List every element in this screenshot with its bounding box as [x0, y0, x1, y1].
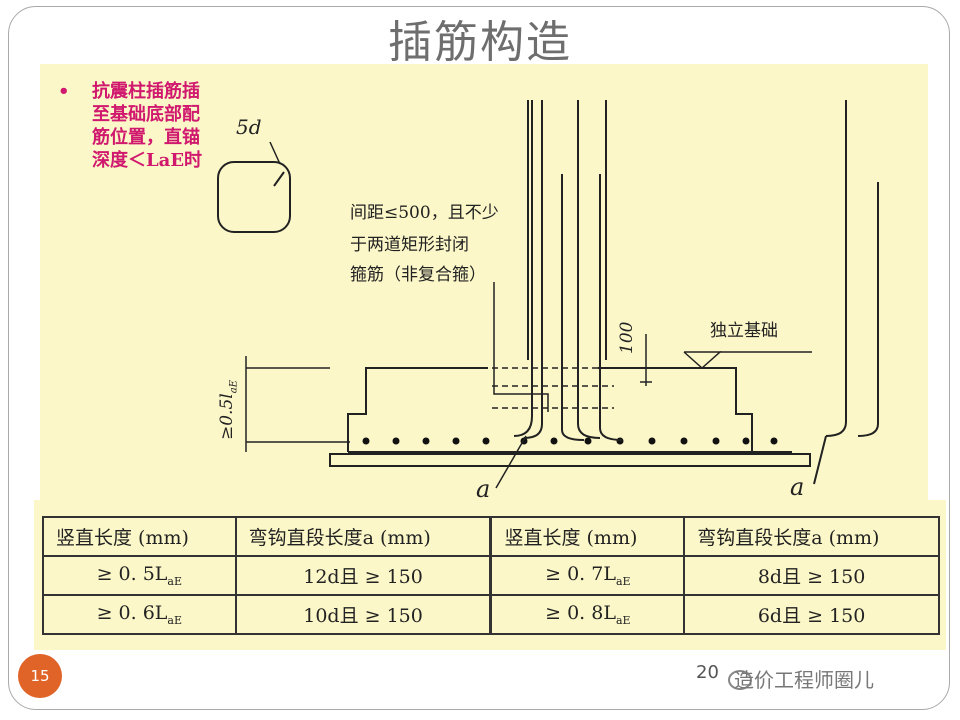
- watermark: 造价工程师圈儿: [734, 668, 874, 692]
- spacing-note-line-1: 间距≤500，且不少: [350, 203, 499, 223]
- table-header-row: 竖直长度 (mm) 弯钩直段长度a (mm) 竖直长度 (mm) 弯钩直段长度a…: [42, 516, 940, 557]
- dim-100-label: 100: [617, 321, 637, 354]
- foundation-right: [598, 367, 753, 452]
- seismic-note-text: 抗震柱插筋插至基础底部配筋位置，直锚深度＜LaE时: [92, 81, 203, 171]
- detail-drawing: 5d 间距≤500，且不少 于两道矩形封闭 箍筋（非复合箍） 100 独立基础 …: [40, 64, 928, 504]
- table-row: ≥ 0. 5LaE 12d且 ≥ 150 ≥ 0. 7LaE 8d且 ≥ 150: [42, 555, 940, 596]
- dim-100: [640, 334, 652, 386]
- depth-label: ≥0.5laE: [216, 380, 245, 440]
- spacing-leader: [493, 282, 549, 412]
- table-cell: ≥ 0. 6LaE: [42, 594, 237, 635]
- cell-sub: aE: [167, 574, 183, 588]
- hook-length-table: 竖直长度 (mm) 弯钩直段长度a (mm) 竖直长度 (mm) 弯钩直段长度a…: [42, 516, 940, 635]
- table-panel: 竖直长度 (mm) 弯钩直段长度a (mm) 竖直长度 (mm) 弯钩直段长度a…: [34, 500, 946, 650]
- cell-main: ≥ 0. 5L: [96, 563, 168, 586]
- stirrups: [492, 367, 614, 409]
- header-hook-length-2: 弯钩直段长度a (mm): [683, 516, 940, 557]
- cushion-layer: [329, 453, 811, 467]
- table-cell: 10d且 ≥ 150: [234, 594, 493, 635]
- spacing-note-line-2: 于两道矩形封闭: [350, 235, 469, 255]
- a-label-left: a: [476, 475, 491, 503]
- cell-sub: aE: [615, 613, 631, 627]
- column-dowels: [513, 100, 623, 441]
- footer-date: 20: [696, 662, 719, 683]
- cell-sub: aE: [615, 574, 631, 588]
- bullet-dot: •: [58, 81, 70, 102]
- table-cell: 8d且 ≥ 150: [683, 555, 940, 596]
- header-vertical-length-2: 竖直长度 (mm): [489, 516, 686, 557]
- slide-title: 插筋构造: [388, 17, 572, 68]
- foundation-label: 独立基础: [710, 321, 778, 341]
- foundation-marker: [683, 351, 812, 370]
- spacing-note-line-3: 箍筋（非复合箍）: [350, 265, 486, 285]
- hook-tail: [273, 171, 285, 187]
- cell-main: ≥ 0. 7L: [545, 563, 616, 586]
- cell-main: ≥ 0. 8L: [545, 602, 616, 625]
- table-row: ≥ 0. 6LaE 10d且 ≥ 150 ≥ 0. 8LaE 6d且 ≥ 150: [42, 594, 940, 635]
- table-cell: 6d且 ≥ 150: [683, 594, 940, 635]
- a-leader: [495, 435, 527, 489]
- table-cell: ≥ 0. 7LaE: [489, 555, 686, 596]
- foundation-left: [347, 367, 488, 452]
- hook-leader: [269, 141, 281, 165]
- stirrup-shape: [217, 161, 291, 233]
- a-label-right: a: [790, 473, 805, 501]
- drawing-lines: [217, 100, 879, 489]
- page-number-badge: 15: [18, 654, 62, 698]
- hook-label: 5d: [236, 115, 262, 139]
- table-cell: 12d且 ≥ 150: [234, 555, 493, 596]
- table-cell: ≥ 0. 8LaE: [489, 594, 686, 635]
- depth-label-main: ≥0.5l: [217, 393, 237, 440]
- table-cell: ≥ 0. 5LaE: [42, 555, 237, 596]
- cell-main: ≥ 0. 6L: [96, 602, 168, 625]
- header-vertical-length-1: 竖直长度 (mm): [42, 516, 237, 557]
- right-dowels: [813, 100, 879, 485]
- depth-label-sub: aE: [228, 380, 240, 394]
- header-hook-length-1: 弯钩直段长度a (mm): [234, 516, 493, 557]
- cell-sub: aE: [167, 613, 183, 627]
- watermark-logo-icon: [728, 670, 752, 690]
- depth-dimension: [245, 356, 350, 452]
